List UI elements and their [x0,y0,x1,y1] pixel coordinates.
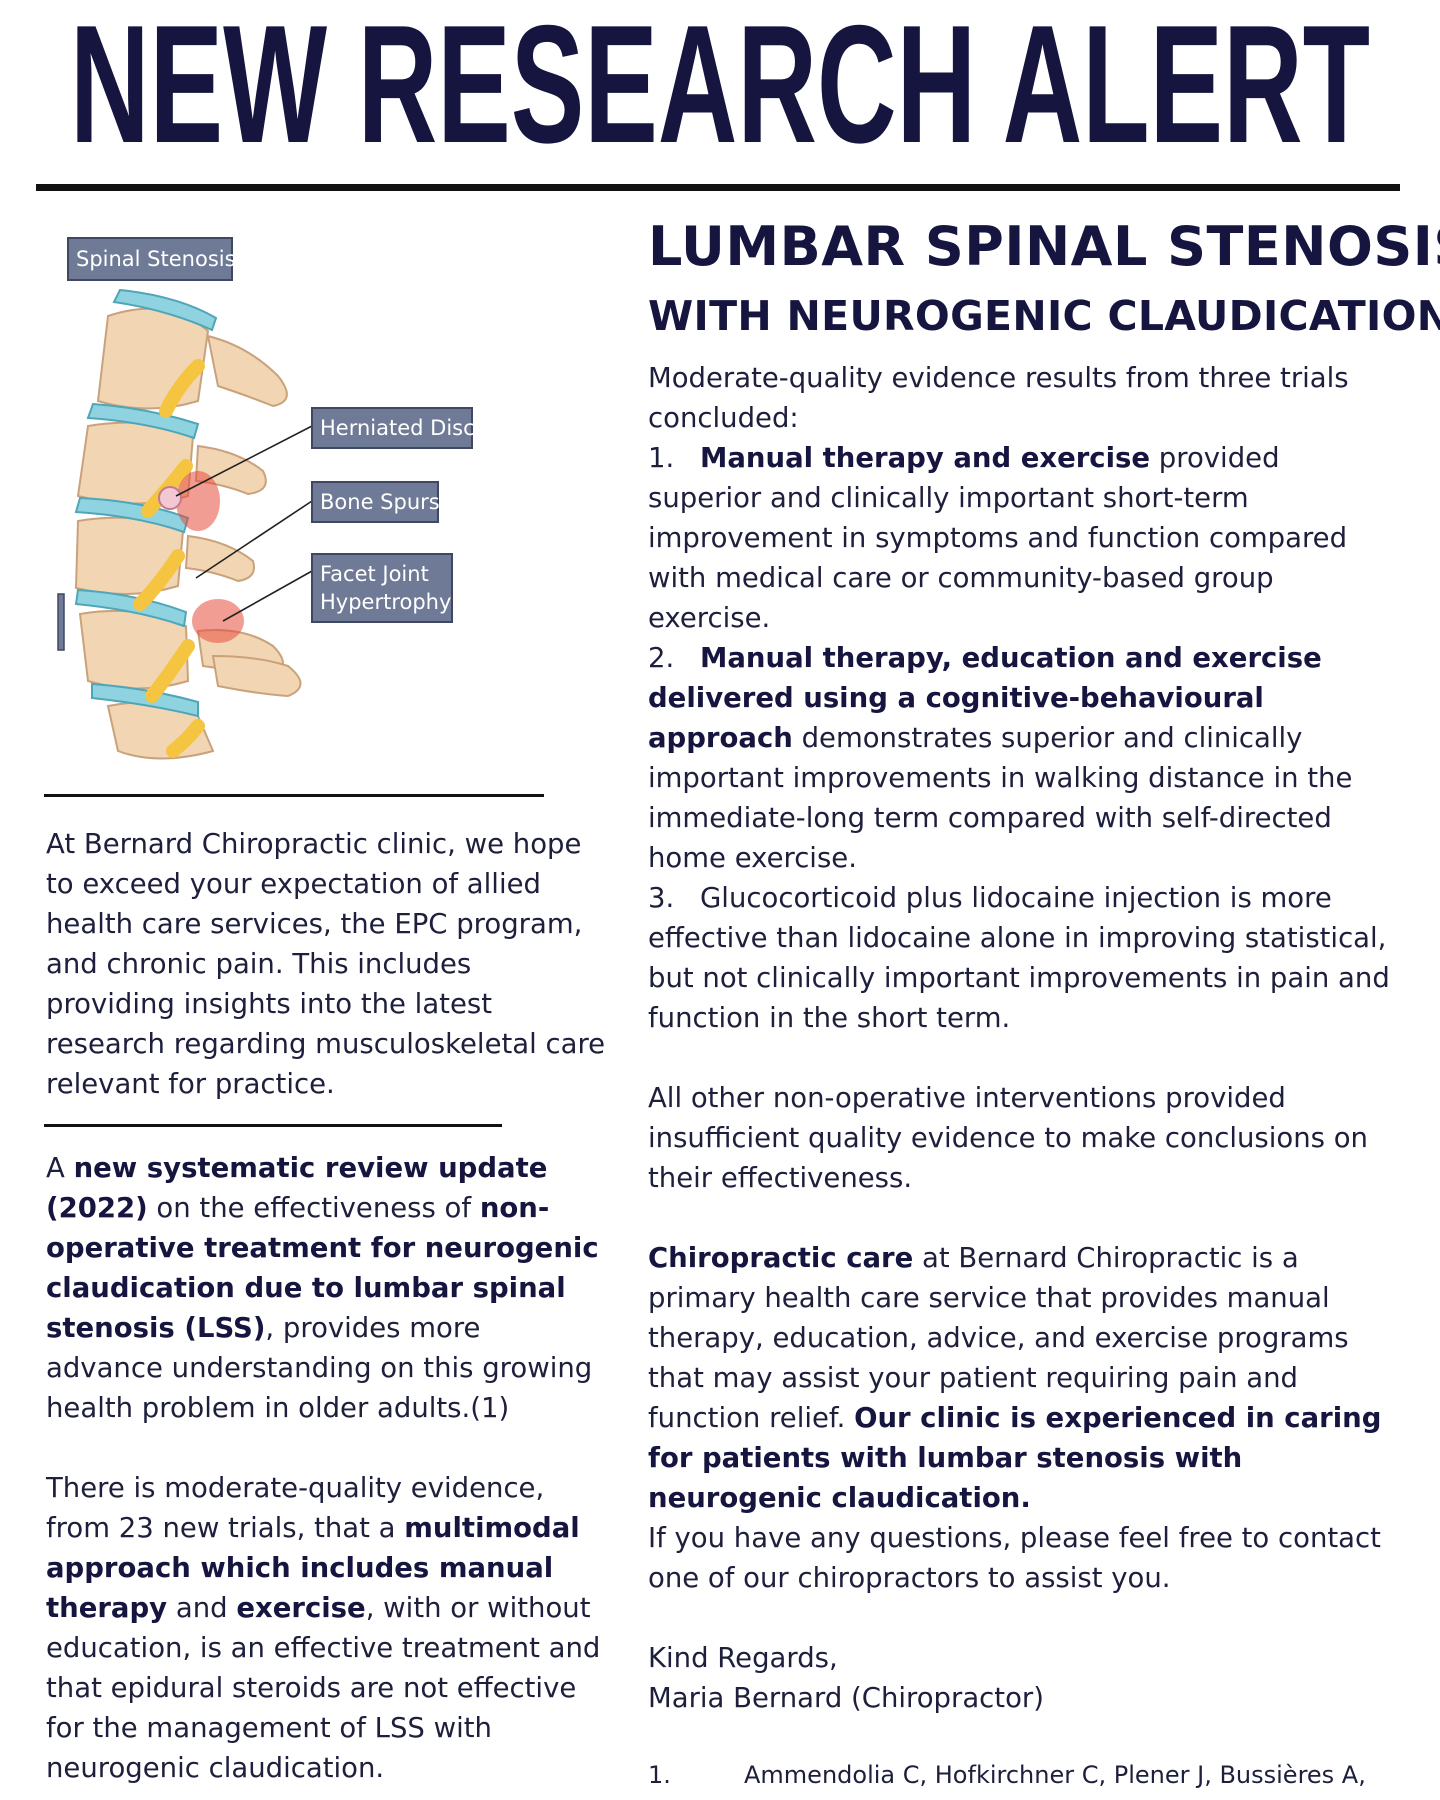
intervertebral-discs [74,288,218,718]
reference-1: 1.Ammendolia C, Hofkirchner C, Plener J,… [648,1761,1366,1789]
article-body: Moderate-quality evidence results from t… [648,358,1393,1792]
headline: NEW RESEARCH ALERT [70,0,1370,174]
finding-1: 1.Manual therapy and exercise provided s… [648,442,1348,634]
review-summary: A new systematic review update (2022) on… [46,1152,599,1424]
signoff-name: Maria Bernard (Chiropractor) [648,1682,1044,1714]
svg-text:Facet Joint: Facet Joint [320,562,429,586]
svg-text:Herniated Disc: Herniated Disc [320,416,475,440]
side-marker [57,593,65,651]
article-title: LUMBAR SPINAL STENOSIS [648,215,1440,278]
svg-text:Hypertrophy: Hypertrophy [320,590,451,614]
headline-banner: NEW RESEARCH ALERT [0,0,1440,174]
svg-text:Bone Spurs: Bone Spurs [320,490,440,514]
nerve-roots [133,359,205,758]
inflammation-highlight [158,471,244,643]
facet-joint-hypertrophy-label: Facet Joint Hypertrophy [311,553,453,623]
header-divider [36,184,1400,191]
lead-paragraph: Moderate-quality evidence results from t… [648,362,1349,434]
contact-paragraph: If you have any questions, please feel f… [648,1522,1381,1594]
signoff-greeting: Kind Regards, [648,1642,838,1674]
article-subtitle: WITH NEUROGENIC CLAUDICATION [648,292,1440,340]
spinal-stenosis-illustration: Spinal Stenosis [48,226,568,766]
evidence-summary: There is moderate-quality evidence, from… [46,1472,601,1784]
svg-text:Spinal Stenosis: Spinal Stenosis [76,247,236,271]
label-pointers [175,425,313,622]
left-divider-2 [44,1124,502,1127]
other-interventions: All other non-operative interventions pr… [648,1082,1368,1194]
herniated-disc-label: Herniated Disc [311,407,475,449]
spinous-processes [184,334,302,698]
spinal-stenosis-label: Spinal Stenosis [67,237,236,281]
finding-2: 2.Manual therapy, education and exercise… [648,642,1353,874]
left-divider-1 [44,794,544,797]
clinic-intro: At Bernard Chiropractic clinic, we hope … [46,828,606,1100]
chiropractic-care-paragraph: Chiropractic care at Bernard Chiropracti… [648,1242,1382,1514]
bone-spurs-label: Bone Spurs [311,481,440,523]
finding-3: 3.Glucocorticoid plus lidocaine injectio… [648,882,1390,1034]
